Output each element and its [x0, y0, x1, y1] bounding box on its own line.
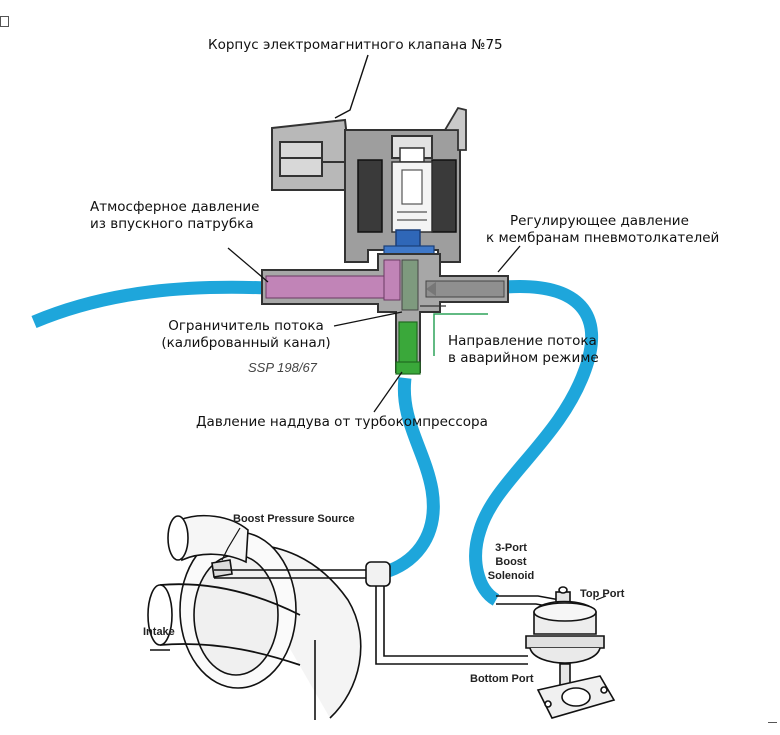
atmospheric-hose — [31, 280, 269, 328]
corner-box-glyph — [0, 16, 9, 27]
atmospheric-pressure-label: Атмосферное давление из впускного патруб… — [90, 199, 259, 233]
top-port-label: Top Port — [580, 588, 625, 600]
line-tee-fitting — [365, 561, 391, 587]
regulating-pressure-label: Регулирующее давление к мембранам пневмо… — [486, 213, 719, 247]
housing-callout-line — [334, 54, 369, 119]
regulating-channel — [425, 280, 505, 298]
regulating-line-1: Регулирующее давление — [510, 213, 689, 229]
solenoid-valve — [271, 54, 467, 263]
regulating-callout — [497, 245, 521, 273]
callout-lines — [227, 245, 521, 413]
atmospheric-line-2: из впускного патрубка — [90, 216, 254, 232]
valve-tee-body — [261, 253, 509, 375]
regulating-hose — [469, 280, 599, 606]
atmospheric-line-1: Атмосферное давление — [90, 199, 260, 215]
restrictor-line-1: Ограничитель потока — [168, 318, 324, 334]
valve-housing-label: Корпус электромагнитного клапана №75 — [208, 37, 503, 53]
valve-core — [395, 229, 421, 249]
solenoid-line-3: Solenoid — [487, 570, 535, 582]
boost-from-turbo-label: Давление наддува от турбокомпрессора — [196, 414, 488, 430]
boost-source-callout — [221, 527, 241, 561]
boost-pressure-source-label: Boost Pressure Source — [233, 513, 355, 525]
regulating-line-2: к мембранам пневмотолкателей — [486, 230, 720, 246]
mounting-bracket — [443, 106, 467, 151]
solenoid-line-1: 3-Port — [495, 542, 527, 554]
boost-hose — [382, 377, 440, 579]
restrictor-callout — [333, 311, 403, 327]
coil-right — [431, 159, 457, 233]
boost-callout — [373, 371, 403, 413]
emergency-line-2: в аварийном режиме — [448, 350, 599, 366]
coil-left — [357, 159, 383, 233]
flow-restrictor-label: Ограничитель потока (калиброванный канал… — [146, 318, 346, 352]
intake-label: Intake — [143, 626, 175, 638]
blue-hoses — [31, 280, 599, 606]
atmospheric-callout — [227, 247, 269, 283]
ssp-code: SSP 198/67 — [248, 360, 317, 375]
turbo-assembly — [147, 514, 362, 720]
solenoid-line-2: Boost — [495, 556, 527, 568]
wastegate-actuator — [525, 586, 616, 719]
emergency-line-1: Направление потока — [448, 333, 597, 349]
emergency-flow-label: Направление потока в аварийном режиме — [448, 333, 599, 367]
bottom-port-label: Bottom Port — [470, 673, 534, 685]
corner-box-glyph-bottom — [768, 722, 777, 727]
metal-lines — [214, 561, 561, 665]
emergency-flow-bracket — [433, 313, 488, 356]
boost-solenoid-label: 3-Port Boost Solenoid — [478, 541, 544, 583]
atmospheric-channel — [265, 275, 395, 299]
intake-pipe — [159, 583, 301, 666]
restrictor-line-2: (калиброванный канал) — [161, 335, 331, 351]
